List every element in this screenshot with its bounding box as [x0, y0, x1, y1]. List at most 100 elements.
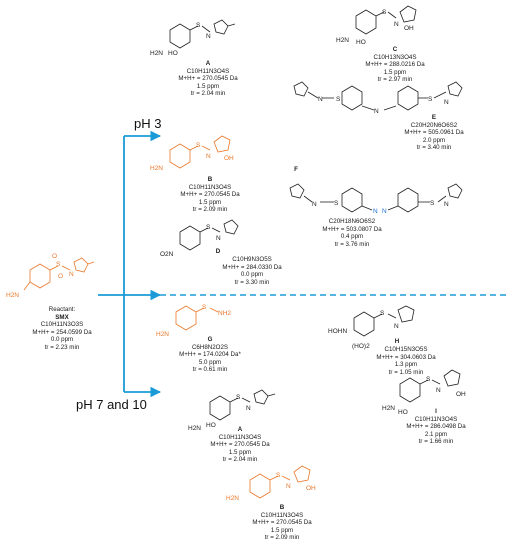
product-a-bottom: A C10H11N3O4S M+H+ = 270.0545 Da 1.5 ppm… [200, 426, 280, 464]
reactant-info: Reactant: SMX C10H11N3O3S M+H+ = 254.059… [22, 306, 102, 352]
product-error: 1.5 ppm [228, 448, 252, 456]
product-label: F [294, 166, 298, 173]
e-s1: S [336, 96, 341, 103]
structure-i: S N H2N HO OH [382, 369, 466, 416]
a-bottom-s: S [236, 394, 241, 401]
e-s2: S [428, 96, 433, 103]
structure-b-bottom: S N H2N OH [226, 465, 316, 502]
product-rt: tr = 2.09 min [192, 206, 228, 214]
product-mass: M+H+ = 503.0807 Da [322, 225, 382, 233]
d-no2: O2N [160, 251, 174, 258]
product-label: H [394, 338, 400, 345]
a-bottom-nh2: H2N [188, 425, 201, 432]
product-mass: M+H+ = 288.0216 Da [365, 61, 425, 69]
h-hohn: HOHN [328, 328, 347, 335]
product-f-label: F [272, 166, 320, 174]
product-rt: tr = 3.76 min [334, 240, 370, 248]
product-error: 1.5 ppm [198, 198, 222, 206]
reactant-caption: Reactant: [48, 306, 76, 313]
smx-s: S [56, 261, 61, 268]
product-label: A [205, 60, 211, 67]
c-nh2: H2N [336, 37, 349, 44]
reactant-mass: M+H+ = 254.0599 Da [32, 328, 92, 336]
c-n: N [394, 21, 399, 28]
b-top-s: S [196, 142, 201, 149]
product-label: C [392, 46, 398, 53]
product-error: 1.5 ppm [383, 68, 407, 76]
product-i: I C10H11N3O4S M+H+ = 286.0498 Da 2.1 ppm… [396, 408, 476, 446]
f-s2: S [430, 200, 435, 207]
b-top-n: N [206, 153, 211, 160]
product-error: 2.1 ppm [424, 430, 448, 438]
smx-o2: O [58, 273, 63, 280]
product-d: C10H9N3O5S M+H+ = 284.0330 Da 0.0 ppm tr… [212, 256, 292, 286]
structure-smx: S O O N H2N [6, 253, 95, 299]
product-label: B [207, 176, 213, 183]
product-h: C10H15N3O5S M+H+ = 304.0603 Da 1.3 ppm t… [366, 346, 446, 376]
product-formula: C10H9N3O5S [232, 256, 272, 263]
product-mass: M+H+ = 505.0961 Da [404, 129, 464, 137]
product-formula: C10H11N3O4S [186, 67, 230, 75]
e-n2: N [444, 99, 449, 106]
product-formula: C10H13N3O4S [373, 53, 417, 61]
product-formula: C10H11N3O4S [260, 511, 304, 519]
label-ph3: pH 3 [134, 116, 162, 131]
d-n: N [216, 235, 221, 242]
structure-a-bottom: S N H2N HO [188, 389, 276, 432]
product-error: 0.4 ppm [340, 233, 364, 241]
f-n2: N [444, 201, 449, 208]
i-n: N [436, 387, 441, 394]
a-bottom-n: N [246, 405, 251, 412]
product-rt: tr = 2.09 min [264, 534, 300, 542]
reactant-error: 0.0 ppm [50, 336, 74, 344]
h-n: N [394, 323, 399, 330]
i-nh2: H2N [382, 405, 395, 412]
a-bottom-ho: HO [206, 422, 216, 429]
f-azo-n2: N [382, 208, 387, 215]
label-ph7-10: pH 7 and 10 [76, 397, 147, 412]
c-ho: HO [356, 39, 366, 46]
f-n1: N [312, 201, 317, 208]
i-s: S [426, 376, 431, 383]
structure-e: N S N S N [293, 81, 463, 115]
structure-d: S N O2N [160, 219, 239, 258]
g-nh2-sulf: NH2 [218, 310, 231, 317]
product-rt: tr = 3.30 min [234, 278, 270, 286]
pathway-arrows [98, 130, 510, 398]
reactant-label: SMX [55, 313, 69, 321]
structure-b-top: S N H2N OH [150, 135, 234, 172]
smx-nh2: H2N [6, 292, 19, 299]
smx-o1: O [52, 253, 57, 260]
product-mass: M+H+ = 270.0545 Da [178, 75, 238, 83]
reactant-rt: tr = 2.23 min [44, 343, 80, 351]
b-top-oh: OH [224, 155, 234, 162]
c-s: S [382, 9, 387, 16]
product-mass: M+H+ = 270.0545 Da [210, 441, 270, 449]
e-nh1: N [374, 108, 379, 115]
smx-n: N [69, 271, 74, 278]
product-formula: C10H11N3O4S [188, 183, 232, 191]
product-f: C20H18N6O6S2 M+H+ = 503.0807 Da 0.4 ppm … [312, 218, 392, 248]
product-b-top: B C10H11N3O4S M+H+ = 270.0545 Da 1.5 ppm… [170, 176, 250, 214]
e-n1: N [318, 96, 323, 103]
product-rt: tr = 2.97 min [377, 76, 413, 84]
product-label: A [237, 426, 243, 433]
product-error: 2.0 ppm [422, 136, 446, 144]
product-label: E [431, 114, 437, 121]
product-d-label: D [198, 248, 238, 256]
b-top-nh2: H2N [150, 165, 163, 172]
product-rt: tr = 2.04 min [222, 456, 258, 464]
structure-g: S NH2 H2N [156, 304, 231, 338]
a-top-s: S [196, 22, 201, 29]
h-ho2: (HO)2 [352, 343, 370, 350]
product-mass: M+H+ = 270.0545 Da [180, 191, 240, 199]
g-nh2: H2N [156, 331, 169, 338]
f-s1: S [334, 200, 339, 207]
b-bottom-nh2: H2N [226, 495, 239, 502]
product-formula: C10H15N3O5S [384, 346, 428, 353]
a-top-n: N [206, 33, 211, 40]
product-formula: C10H11N3O4S [414, 415, 458, 423]
product-error: 0.0 ppm [240, 271, 264, 279]
